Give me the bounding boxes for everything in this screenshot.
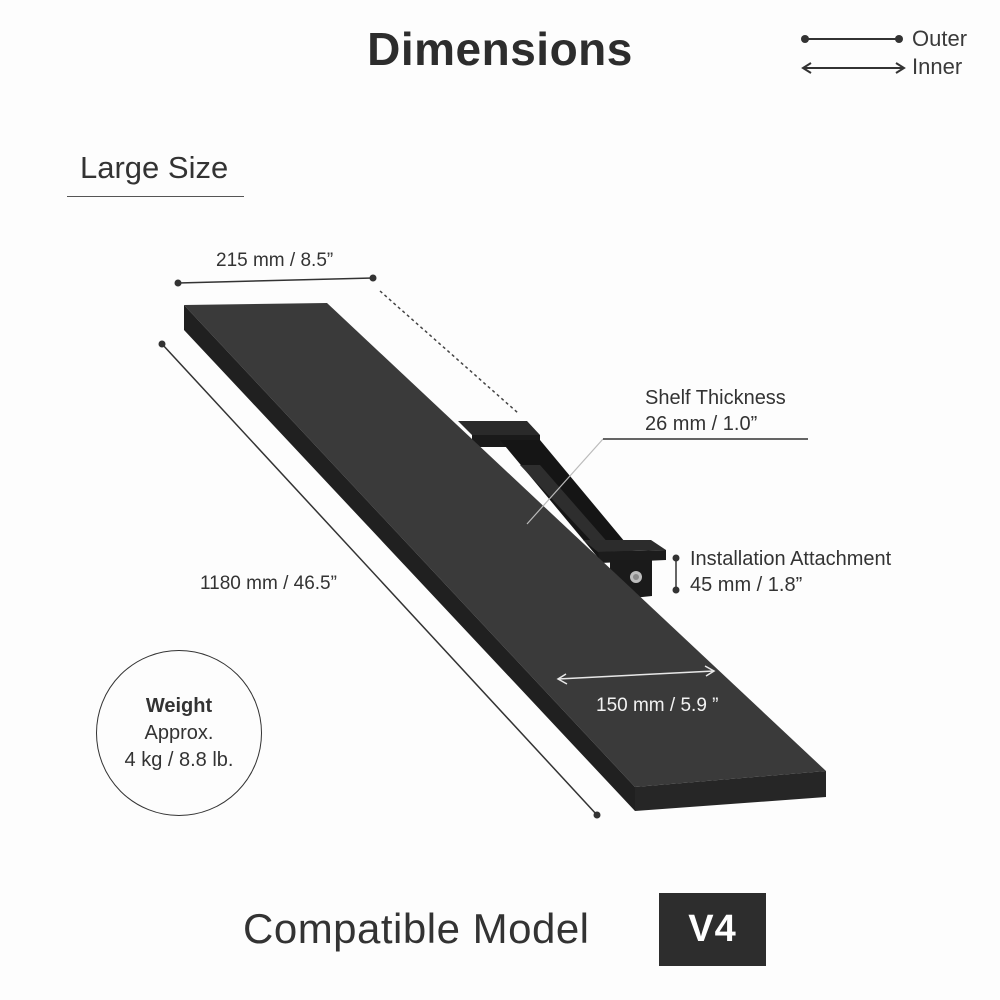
weight-line2: 4 kg / 8.8 lb.	[124, 748, 234, 771]
length-dimension-line	[158, 340, 601, 819]
installation-title: Installation Attachment	[690, 548, 892, 570]
page-title: Dimensions	[367, 23, 633, 75]
installation-marker	[672, 554, 680, 594]
shelf-board	[184, 303, 826, 811]
shelf-thickness-title: Shelf Thickness	[645, 387, 786, 409]
weight-badge: Weight Approx. 4 kg / 8.8 lb.	[96, 650, 262, 816]
weight-heading: Weight	[145, 694, 213, 717]
legend-inner-label: Inner	[912, 54, 963, 79]
size-label-underline	[67, 196, 244, 197]
legend-outer-label: Outer	[912, 26, 968, 51]
compatible-model-label: Compatible Model	[243, 905, 590, 952]
depth-dimension-arrow	[556, 665, 716, 685]
width-dimension-label: 215 mm / 8.5”	[216, 250, 334, 271]
shelf-thickness-callout: Shelf Thickness 26 mm / 1.0”	[645, 385, 786, 437]
thickness-pointer	[526, 438, 808, 525]
installation-callout: Installation Attachment 45 mm / 1.8”	[690, 546, 891, 598]
size-label: Large Size	[80, 150, 229, 185]
width-guide-dotted	[379, 290, 519, 414]
length-dimension-label: 1180 mm / 46.5”	[200, 573, 337, 594]
mounting-bracket	[458, 421, 666, 598]
depth-dimension-label: 150 mm / 5.9 ”	[596, 695, 719, 716]
weight-line1: Approx.	[144, 721, 214, 744]
shelf-thickness-value: 26 mm / 1.0”	[645, 413, 758, 435]
installation-value: 45 mm / 1.8”	[690, 574, 803, 596]
width-dimension-line	[174, 274, 377, 287]
model-badge: V4	[659, 893, 766, 966]
